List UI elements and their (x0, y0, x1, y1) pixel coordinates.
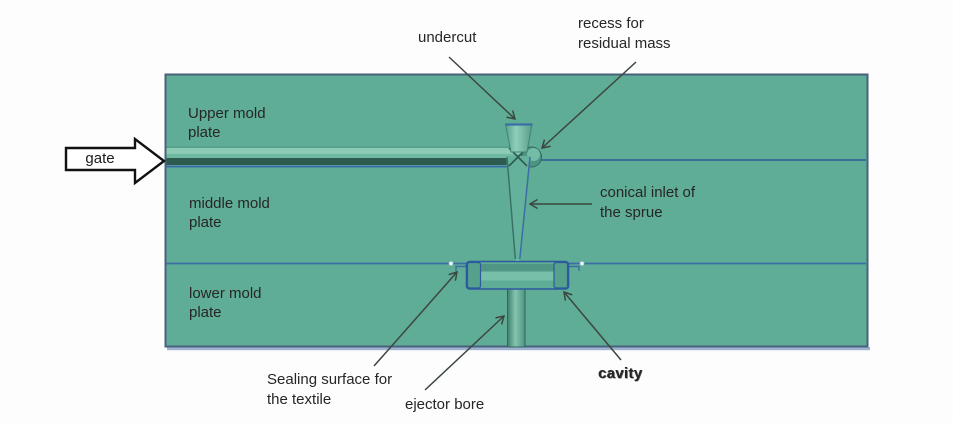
ejector-bore (507, 286, 526, 348)
recess-label: recess for residual mass (578, 15, 671, 52)
sprue-cone (506, 156, 531, 261)
recess-arrow (540, 61, 637, 149)
undercut-label: undercut (418, 29, 477, 46)
cavity-arrow (563, 290, 622, 361)
ejector-bore-arrow (424, 315, 506, 391)
conical-inlet-label: conical inlet of the sprue (600, 184, 696, 221)
cavity-label: cavity (598, 365, 643, 382)
upper-plate-label: Upper mold plate (188, 105, 266, 141)
gate-label: gate (85, 150, 115, 167)
sealing-surface-marks (448, 261, 585, 271)
undercut-arrow (448, 56, 517, 120)
runner-channel (166, 146, 523, 168)
gate-arrow (64, 136, 166, 186)
sealing-surface-label: Sealing surface for the textile (267, 371, 393, 408)
cavity (465, 260, 570, 290)
ejector-bore-label: ejector bore (405, 396, 485, 413)
sealing-surface-arrow (373, 270, 458, 367)
block-shadow (167, 347, 870, 351)
lower-plate-label: lower mold plate (189, 285, 262, 321)
middle-plate-label: middle mold plate (189, 195, 270, 231)
undercut-cup (504, 123, 533, 153)
